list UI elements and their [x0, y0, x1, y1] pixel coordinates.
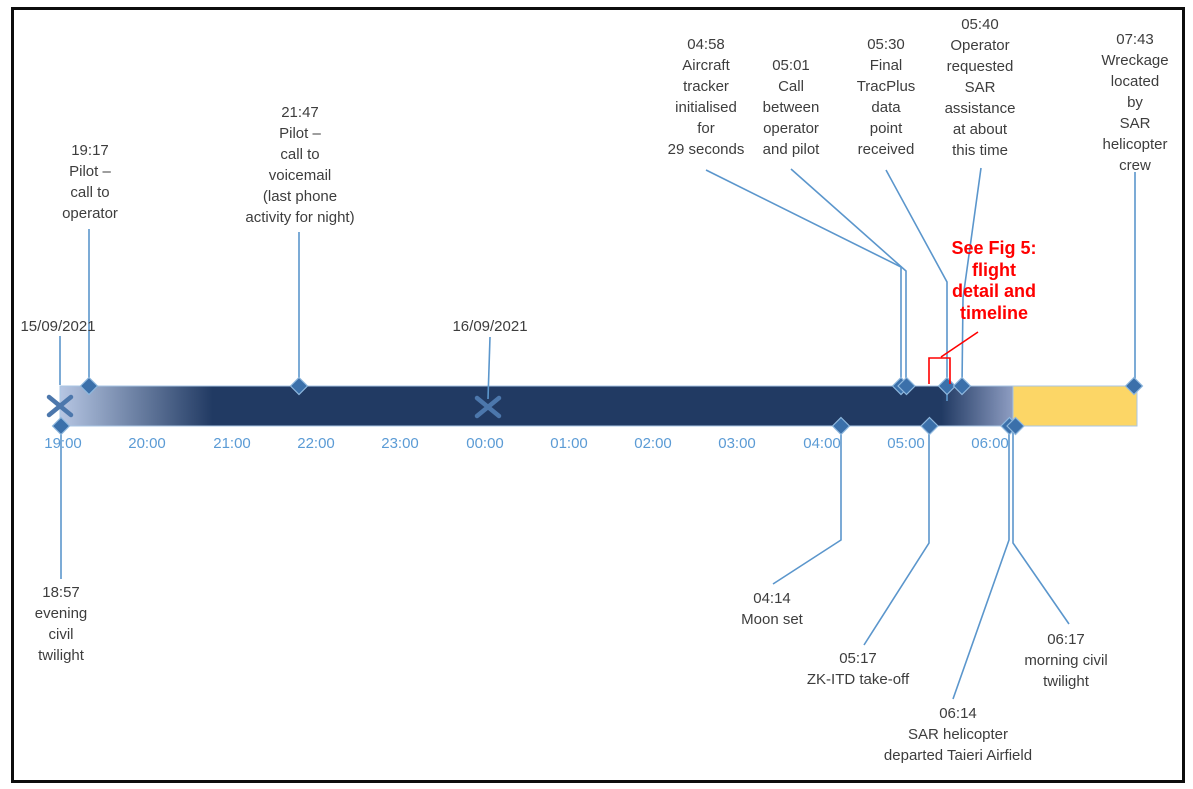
fig5-bracket	[928, 357, 951, 384]
event-label-0458: 04:58 Aircraft tracker initialised for 2…	[667, 36, 745, 158]
marker-diamond-0517	[920, 416, 939, 436]
marker-diamond-0540	[952, 376, 972, 396]
axis-tick-2300: 23:00	[381, 435, 419, 452]
night-bar	[59, 385, 1014, 427]
leader-line-0540	[961, 167, 982, 387]
daylight-bar	[1012, 385, 1138, 427]
marker-diamond-0414	[831, 416, 851, 436]
leader-line-0414	[772, 428, 842, 585]
event-label-1917: 19:17 Pilot – call to operator	[62, 142, 118, 222]
marker-diamond-0501	[897, 376, 916, 396]
axis-tick-2000: 20:00	[128, 435, 166, 452]
marker-diamond-0617	[1006, 416, 1025, 436]
axis-tick-0400: 04:00	[803, 435, 841, 452]
axis-tick-0600: 06:00	[971, 435, 1009, 452]
fig5-pointer-line	[940, 331, 979, 358]
marker-x-15-09	[46, 394, 74, 418]
event-label-0617: 06:17 morning civil twilight	[1024, 631, 1108, 690]
see-fig5-note: See Fig 5: flight detail and timeline	[951, 238, 1037, 323]
marker-diamond-1857	[51, 416, 71, 436]
axis-tick-0300: 03:00	[718, 435, 756, 452]
date-label-16-09: 16/09/2021	[452, 318, 528, 335]
leader-line-date-1609	[487, 336, 491, 400]
leader-line-0530	[885, 169, 948, 401]
event-label-1857: 18:57 evening civil twilight	[34, 584, 88, 664]
axis-tick-2200: 22:00	[297, 435, 335, 452]
event-label-2147: 21:47 Pilot – call to voicemail (last ph…	[245, 104, 355, 226]
leader-line-0617	[1012, 428, 1070, 625]
axis-tick-1900: 19:00	[44, 435, 82, 452]
marker-diamond-1917	[79, 376, 99, 396]
axis-tick-0000: 00:00	[466, 435, 504, 452]
axis-tick-0500: 05:00	[887, 435, 925, 452]
leader-line-0614	[952, 428, 1010, 700]
event-label-0501: 05:01 Call between operator and pilot	[762, 57, 820, 158]
marker-x-16-09	[474, 395, 502, 419]
event-label-0743: 07:43 Wreckage located by SAR helicopter…	[1101, 31, 1169, 174]
event-label-0414: 04:14 Moon set	[741, 590, 803, 628]
axis-tick-0200: 02:00	[634, 435, 672, 452]
event-label-0517: 05:17 ZK-ITD take-off	[806, 650, 910, 688]
event-label-0614: 06:14 SAR helicopter departed Taieri Air…	[883, 705, 1033, 764]
leader-line-0458	[705, 169, 902, 386]
marker-diamond-0743	[1124, 376, 1144, 396]
axis-tick-0100: 01:00	[550, 435, 588, 452]
date-label-15-09: 15/09/2021	[20, 318, 96, 335]
event-label-0540: 05:40 Operator requested SAR assistance …	[944, 16, 1016, 159]
event-label-0530: 05:30 Final TracPlus data point received	[856, 36, 916, 158]
axis-tick-2100: 21:00	[213, 435, 251, 452]
marker-diamond-0530	[937, 376, 957, 396]
leader-line-0501	[790, 168, 907, 386]
leader-line-0517	[863, 428, 930, 646]
marker-diamond-2147	[289, 376, 309, 396]
